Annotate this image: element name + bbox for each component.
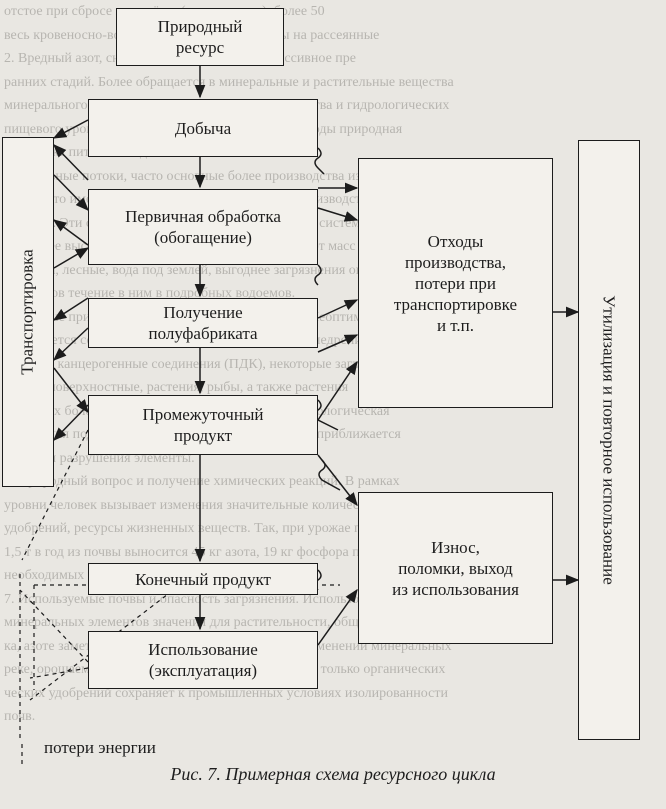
arrow-transport: [53, 404, 89, 441]
utilization-box: [578, 140, 640, 740]
dashed-energy-loss: [19, 589, 89, 663]
primary-processing-box: Первичная обработка (обогащение): [88, 189, 318, 265]
box-line: Износ,: [431, 537, 480, 557]
arrow-transport: [53, 144, 89, 181]
figure-caption: Рис. 7. Примерная схема ресурсного цикла: [170, 764, 496, 784]
arrow-to-waste: [317, 207, 359, 222]
box-line: из использования: [392, 579, 519, 599]
arrow-transport: [53, 367, 89, 414]
legend-label: потери энергии: [44, 738, 156, 757]
box-line: Природный: [157, 17, 243, 36]
transport-label: Транспортировка: [18, 249, 37, 375]
arrow-intermediate-to-wear: [317, 454, 358, 507]
final-product-box: Конечный продукт: [88, 563, 318, 595]
intermediate-product-box: Промежуточный продукт: [88, 395, 318, 455]
box-line: Конечный продукт: [135, 569, 271, 589]
box-line: полуфабриката: [148, 324, 258, 343]
wavy-energy-loss: [314, 147, 325, 175]
box-line: поломки, выход: [398, 558, 513, 578]
box-line: Отходы: [427, 231, 484, 251]
arrow-transport: [53, 327, 89, 361]
box-line: и т.п.: [436, 315, 475, 335]
arrow-transport: [52, 119, 89, 139]
box-line: Добыча: [174, 118, 232, 138]
arrow-to-waste: [317, 299, 359, 319]
box-line: транспортировке: [393, 294, 518, 314]
extraction-box: Добыча: [88, 99, 318, 157]
wavy-energy-loss: [318, 459, 341, 491]
dashed-energy-loss: [29, 667, 89, 679]
arrow-transport: [53, 174, 89, 211]
dashed-energy-loss: [21, 429, 89, 561]
box-line: Промежуточный: [142, 405, 264, 424]
box-line: (обогащение): [154, 228, 252, 247]
box-line: потери при: [415, 273, 496, 293]
arrow-transport: [52, 219, 89, 246]
arrow-to-waste: [317, 334, 359, 353]
arrow-usage-to-wear: [317, 588, 358, 646]
arrow-transport: [53, 247, 90, 269]
box-line: Первичная обработка: [125, 207, 281, 226]
box-line: производства,: [404, 252, 507, 272]
arrow-to-waste: [317, 360, 358, 421]
semi-finished-box: Получение полуфабриката: [88, 298, 318, 348]
box-line: Использование: [148, 640, 258, 659]
wavy-energy-loss: [314, 264, 322, 286]
legend-dash-sample: [21, 744, 23, 764]
box-line: (эксплуатация): [148, 661, 258, 680]
arrow-transport: [52, 297, 89, 321]
usage-box: Использование (эксплуатация): [88, 631, 318, 689]
natural-resource-box: Природный ресурс: [116, 8, 284, 66]
utilization-label: Утилизация и повторное использование: [600, 295, 620, 585]
box-line: продукт: [173, 426, 233, 445]
box-line: Получение: [163, 303, 243, 322]
transport-box: [2, 137, 54, 487]
wavy-energy-loss: [314, 399, 339, 431]
box-line: ресурс: [175, 38, 225, 57]
